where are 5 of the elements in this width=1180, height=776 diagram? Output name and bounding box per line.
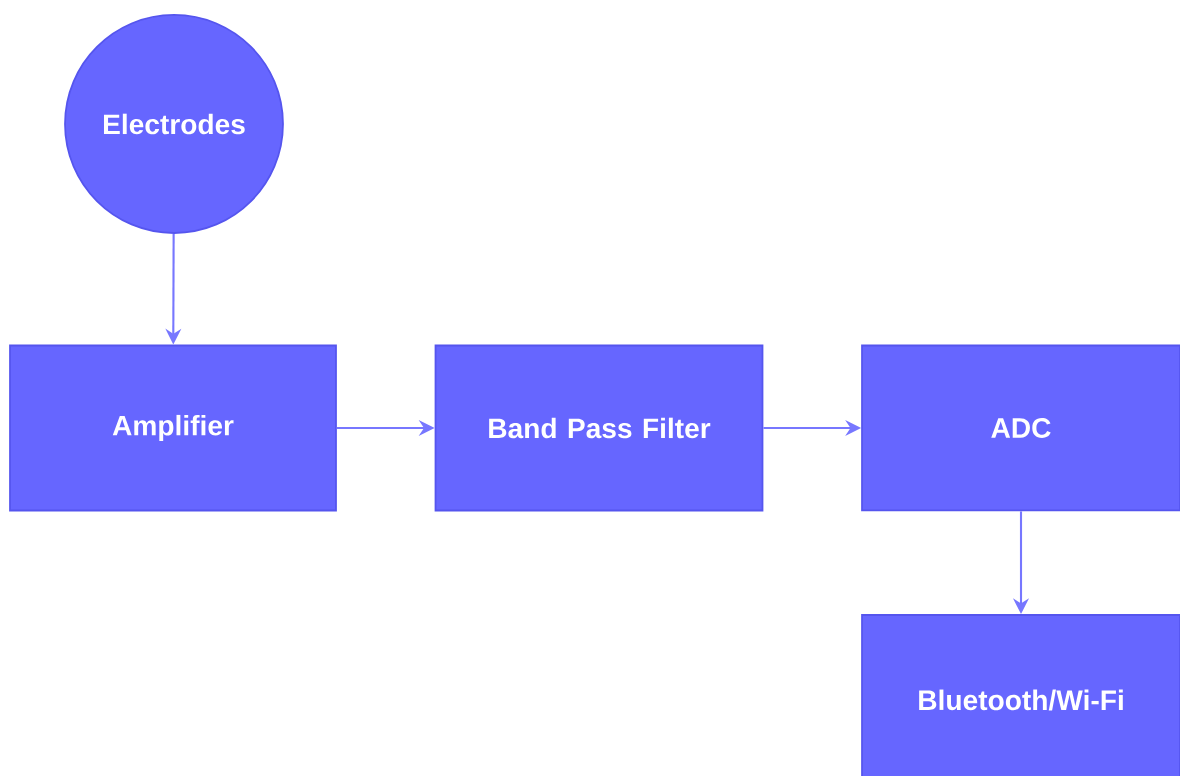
process-box: Bluetooth/Wi-Fi xyxy=(861,614,1180,776)
process-box: Band Pass Filter xyxy=(434,344,764,512)
circle-node: Electrodes xyxy=(64,14,284,234)
process-box: ADC xyxy=(861,344,1180,512)
process-box: Amplifier xyxy=(9,344,337,512)
